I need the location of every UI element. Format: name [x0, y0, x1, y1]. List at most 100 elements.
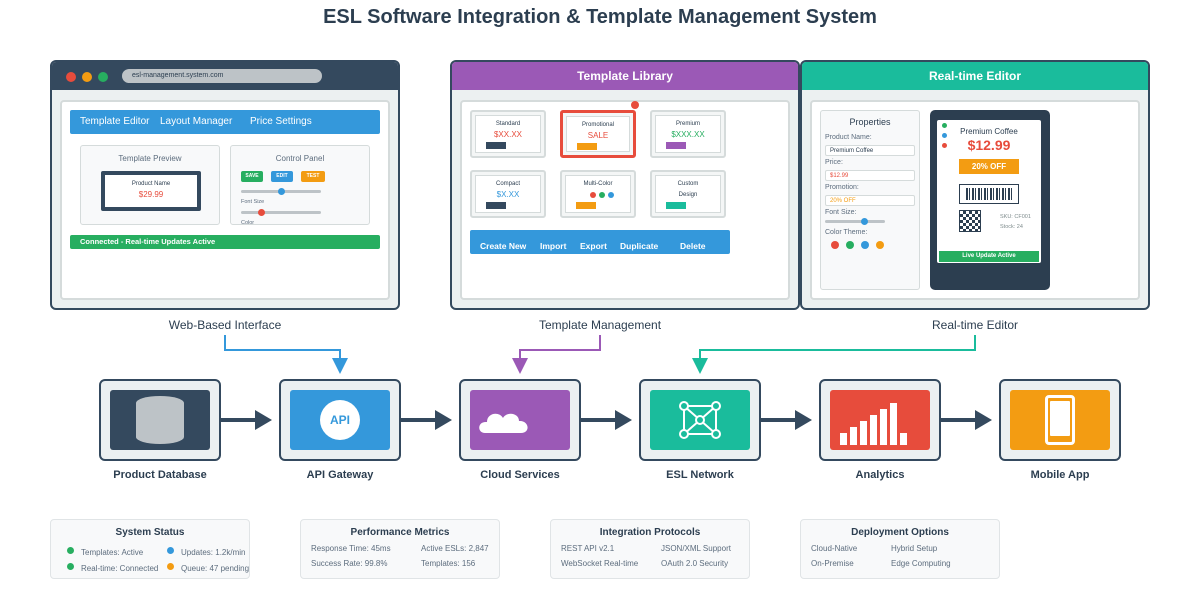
tile-name: Compact — [495, 181, 520, 187]
node-inner — [830, 390, 930, 450]
status-dot-icon — [67, 547, 74, 554]
connector-editor-to-esl — [692, 335, 976, 374]
api-icon: API — [320, 400, 360, 440]
node-inner: API — [290, 390, 390, 450]
tile-price: Design — [678, 192, 698, 198]
tag-live-status: Live Update Active — [939, 251, 1039, 262]
status-dot-red — [942, 143, 947, 148]
theme-orange-swatch[interactable] — [876, 241, 884, 249]
font-size-label: Font Size — [241, 199, 265, 205]
tile-price: $XX.XX — [493, 130, 522, 139]
price-label: Price: — [825, 159, 843, 166]
node-mobile-app[interactable] — [999, 379, 1121, 461]
delete-button[interactable]: Delete — [680, 241, 706, 251]
template-tile-standard[interactable]: Standard$XX.XX — [470, 110, 546, 158]
status-dot-icon — [67, 563, 74, 570]
product-name-label: Product Name: — [825, 134, 872, 141]
bar-chart-icon — [840, 403, 907, 445]
color-theme-label: Color Theme: — [825, 229, 868, 236]
tag-price: $12.99 — [967, 137, 1011, 153]
node-inner — [470, 390, 570, 450]
caption-template-management: Template Management — [538, 318, 662, 332]
template-tile-multicolor[interactable]: Multi-Color — [560, 170, 636, 218]
tile-price: $XXX.XX — [671, 130, 705, 139]
color-dot-red — [590, 192, 596, 198]
tile-swatch — [666, 142, 686, 149]
font-size-slider[interactable] — [825, 220, 885, 223]
metric-response-time: Response Time: 45ms — [311, 544, 391, 553]
status-queue: Queue: 47 pending — [181, 564, 250, 573]
duplicate-button[interactable]: Duplicate — [620, 241, 659, 251]
color-label: Color — [241, 220, 255, 226]
esl-tag-device: Premium Coffee $12.99 20% OFF SKU: CF001… — [930, 110, 1050, 290]
preview-title: Template Preview — [118, 154, 182, 163]
export-button[interactable]: Export — [580, 241, 607, 251]
theme-red-swatch[interactable] — [831, 241, 839, 249]
product-name-input[interactable]: Premium Coffee — [825, 145, 915, 156]
import-button[interactable]: Import — [540, 241, 567, 251]
tile-name: Premium — [675, 121, 700, 127]
protocol-websocket: WebSocket Real-time — [561, 559, 639, 568]
control-panel: Control Panel SAVE EDIT TEST Font Size C… — [230, 145, 370, 226]
url-bar[interactable]: esl-management.system.com — [122, 69, 322, 83]
selected-indicator-dot — [631, 101, 639, 109]
font-size-slider-handle[interactable] — [861, 218, 868, 225]
properties-title: Properties — [849, 117, 891, 127]
tile-swatch — [486, 142, 506, 149]
theme-blue-swatch[interactable] — [861, 241, 869, 249]
template-tile-premium[interactable]: Premium $XXX.XX — [650, 110, 726, 158]
promotion-input[interactable]: 20% OFF — [825, 195, 915, 206]
slider-handle-1[interactable] — [278, 188, 285, 195]
create-new-button[interactable]: Create New — [480, 241, 527, 251]
caption-realtime-editor: Real-time Editor — [931, 318, 1019, 332]
tile-name: Multi-Color — [583, 181, 613, 187]
browser-bar: esl-management.system.com — [52, 62, 398, 90]
card-title: Performance Metrics — [350, 527, 450, 538]
template-library-title: Template Library — [577, 69, 673, 83]
close-dot-icon[interactable] — [66, 72, 76, 82]
realtime-editor-title: Real-time Editor — [928, 69, 1021, 83]
page-title: ESL Software Integration & Template Mana… — [323, 6, 877, 28]
node-label-api-gateway: API Gateway — [306, 469, 374, 481]
tab-price-settings[interactable]: Price Settings — [250, 116, 312, 127]
integration-protocols-card: Integration Protocols REST API v2.1 JSON… — [550, 519, 750, 579]
node-label-analytics: Analytics — [855, 469, 905, 481]
template-tile-compact[interactable]: Compact $X.XX — [470, 170, 546, 218]
network-icon — [679, 401, 721, 439]
font-size-label: Font Size: — [825, 209, 857, 216]
tab-layout-manager[interactable]: Layout Manager — [160, 116, 233, 127]
connection-status-bar: Connected - Real-time Updates Active — [70, 235, 380, 249]
node-api-gateway[interactable]: API — [279, 379, 401, 461]
preview-product-name: Product Name — [131, 181, 171, 187]
status-dot-blue — [942, 133, 947, 138]
card-title: Integration Protocols — [599, 527, 701, 538]
node-analytics[interactable] — [819, 379, 941, 461]
price-input[interactable]: $12.99 — [825, 170, 915, 181]
node-inner — [110, 390, 210, 450]
metric-active-esls: Active ESLs: 2,847 — [421, 544, 489, 553]
node-cloud-services[interactable] — [459, 379, 581, 461]
performance-metrics-card: Performance Metrics Response Time: 45ms … — [300, 519, 500, 579]
tile-swatch — [666, 202, 686, 209]
slider-handle-2[interactable] — [258, 209, 265, 216]
slider-track-2[interactable] — [241, 211, 321, 214]
node-inner — [1010, 390, 1110, 450]
node-esl-network[interactable] — [639, 379, 761, 461]
status-updates: Updates: 1.2k/min — [181, 548, 246, 557]
node-product-database[interactable] — [99, 379, 221, 461]
status-realtime: Real-time: Connected — [81, 564, 159, 573]
save-button[interactable]: SAVE — [241, 171, 263, 182]
tab-template-editor[interactable]: Template Editor — [80, 116, 150, 127]
node-label-product-database: Product Database — [113, 469, 207, 481]
protocol-json-xml: JSON/XML Support — [661, 544, 731, 553]
theme-green-swatch[interactable] — [846, 241, 854, 249]
maximize-dot-icon[interactable] — [98, 72, 108, 82]
test-button[interactable]: TEST — [301, 171, 325, 182]
protocol-rest: REST API v2.1 — [561, 544, 615, 553]
minimize-dot-icon[interactable] — [82, 72, 92, 82]
tile-price: $X.XX — [496, 190, 520, 199]
edit-button[interactable]: EDIT — [271, 171, 293, 182]
node-label-mobile-app: Mobile App — [1030, 469, 1090, 481]
